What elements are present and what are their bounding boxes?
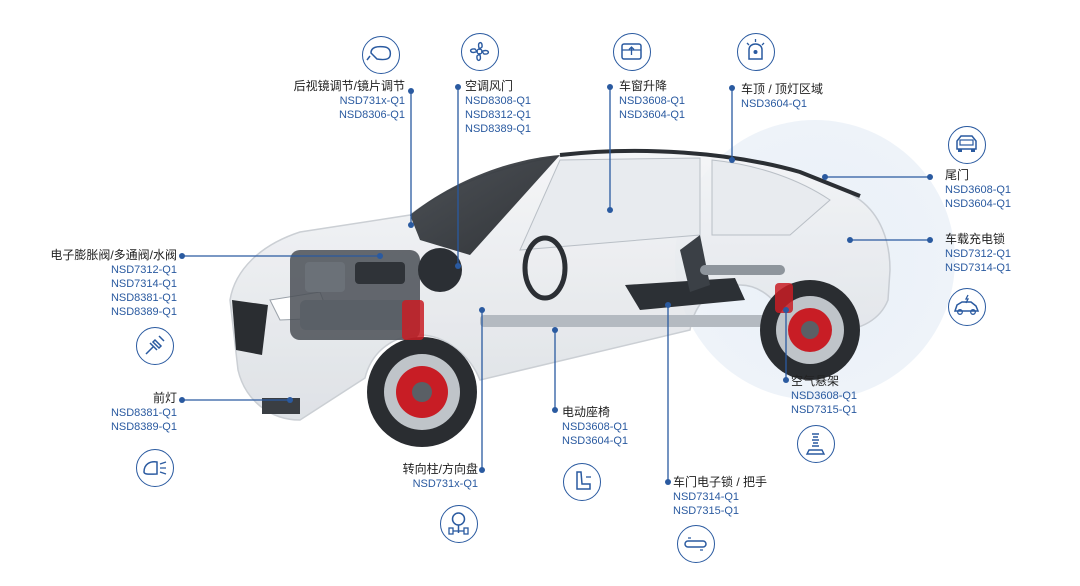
part-number: NSD7312-Q1	[945, 248, 1012, 260]
callout-valve: 电子膨胀阀/多通阀/水阀 NSD7312-Q1 NSD7314-Q1 NSD83…	[50, 248, 177, 319]
leader-dots	[179, 84, 933, 485]
callout-title: 空调风门	[465, 79, 514, 93]
steering-icon	[440, 505, 478, 543]
part-number: NSD3604-Q1	[562, 435, 629, 447]
part-number: NSD8389-Q1	[465, 123, 532, 135]
callout-title: 车门电子锁 / 把手	[673, 475, 768, 489]
callout-steering: 转向柱/方向盘 NSD731x-Q1	[403, 462, 478, 491]
leader-lines	[182, 87, 930, 482]
callout-roof: 车顶 / 顶灯区域 NSD3604-Q1	[741, 82, 823, 111]
fan-icon	[461, 33, 499, 71]
part-number: NSD7314-Q1	[945, 262, 1012, 274]
part-number: NSD3604-Q1	[945, 198, 1012, 210]
callout-tailgate: 尾门 NSD3608-Q1 NSD3604-Q1	[945, 168, 1011, 211]
part-number: NSD8381-Q1	[110, 407, 177, 419]
callout-doorlock: 车门电子锁 / 把手 NSD7314-Q1 NSD7315-Q1	[673, 475, 767, 518]
window-icon	[613, 33, 651, 71]
part-number: NSD3604-Q1	[619, 109, 686, 121]
part-number: NSD3604-Q1	[741, 98, 808, 110]
rear-window	[711, 159, 831, 236]
chassis-rail	[480, 315, 780, 327]
callout-charge: 车载充电锁 NSD7312-Q1 NSD7314-Q1	[945, 232, 1011, 275]
callout-mirror: 后视镜调节/镜片调节 NSD731x-Q1 NSD8306-Q1	[294, 79, 405, 122]
part-number: NSD7314-Q1	[110, 278, 177, 290]
callout-title: 电动座椅	[562, 405, 611, 419]
valve-icon	[136, 327, 174, 365]
callout-title: 尾门	[945, 168, 970, 182]
callout-title: 车窗升降	[619, 79, 668, 93]
charging-car-icon	[948, 288, 986, 326]
part-number: NSD731x-Q1	[339, 95, 405, 107]
part-number: NSD8389-Q1	[110, 306, 177, 318]
headlight-icon	[136, 449, 174, 487]
suspension-icon	[797, 425, 835, 463]
roof-line	[559, 148, 861, 198]
exhaust-pipe	[700, 265, 785, 275]
battery-pack	[625, 278, 745, 310]
mirror-icon	[362, 36, 400, 74]
part-number: NSD7312-Q1	[110, 264, 177, 276]
part-number: NSD7315-Q1	[791, 404, 858, 416]
part-number: NSD3608-Q1	[945, 184, 1012, 196]
callout-title: 转向柱/方向盘	[402, 462, 478, 476]
tailgate-icon	[948, 126, 986, 164]
callout-title: 空气悬架	[791, 374, 840, 388]
callout-title: 电子膨胀阀/多通阀/水阀	[50, 248, 177, 262]
part-number: NSD8381-Q1	[110, 292, 177, 304]
callout-headlight: 前灯 NSD8381-Q1 NSD8389-Q1	[111, 391, 177, 434]
part-number: NSD3608-Q1	[619, 95, 686, 107]
callout-hvac: 空调风门 NSD8308-Q1 NSD8312-Q1 NSD8389-Q1	[465, 79, 531, 136]
callout-seat: 电动座椅 NSD3608-Q1 NSD3604-Q1	[562, 405, 628, 448]
seat-shape	[680, 235, 710, 292]
door-handle-icon	[677, 525, 715, 563]
part-number: NSD8389-Q1	[110, 421, 177, 433]
coil-spring	[402, 300, 424, 340]
part-number: NSD8308-Q1	[465, 95, 532, 107]
part-number: NSD3608-Q1	[562, 421, 629, 433]
callout-title: 前灯	[152, 391, 177, 405]
part-number: NSD8306-Q1	[338, 109, 405, 121]
callout-suspension: 空气悬架 NSD3608-Q1 NSD7315-Q1	[791, 374, 857, 417]
part-number: NSD3608-Q1	[791, 390, 858, 402]
part-number: NSD8312-Q1	[465, 109, 532, 121]
callout-title: 车载充电锁	[945, 232, 1006, 246]
front-grille	[232, 300, 268, 355]
callout-window: 车窗升降 NSD3608-Q1 NSD3604-Q1	[619, 79, 685, 122]
part-number: NSD731x-Q1	[412, 478, 478, 490]
roof-light-icon	[737, 33, 775, 71]
seat-icon	[563, 463, 601, 501]
windshield	[410, 155, 560, 255]
steering-wheel	[522, 235, 568, 301]
part-number: NSD7315-Q1	[673, 505, 740, 517]
callout-title: 后视镜调节/镜片调节	[293, 79, 405, 93]
callout-title: 车顶 / 顶灯区域	[741, 82, 824, 96]
part-number: NSD7314-Q1	[673, 491, 740, 503]
